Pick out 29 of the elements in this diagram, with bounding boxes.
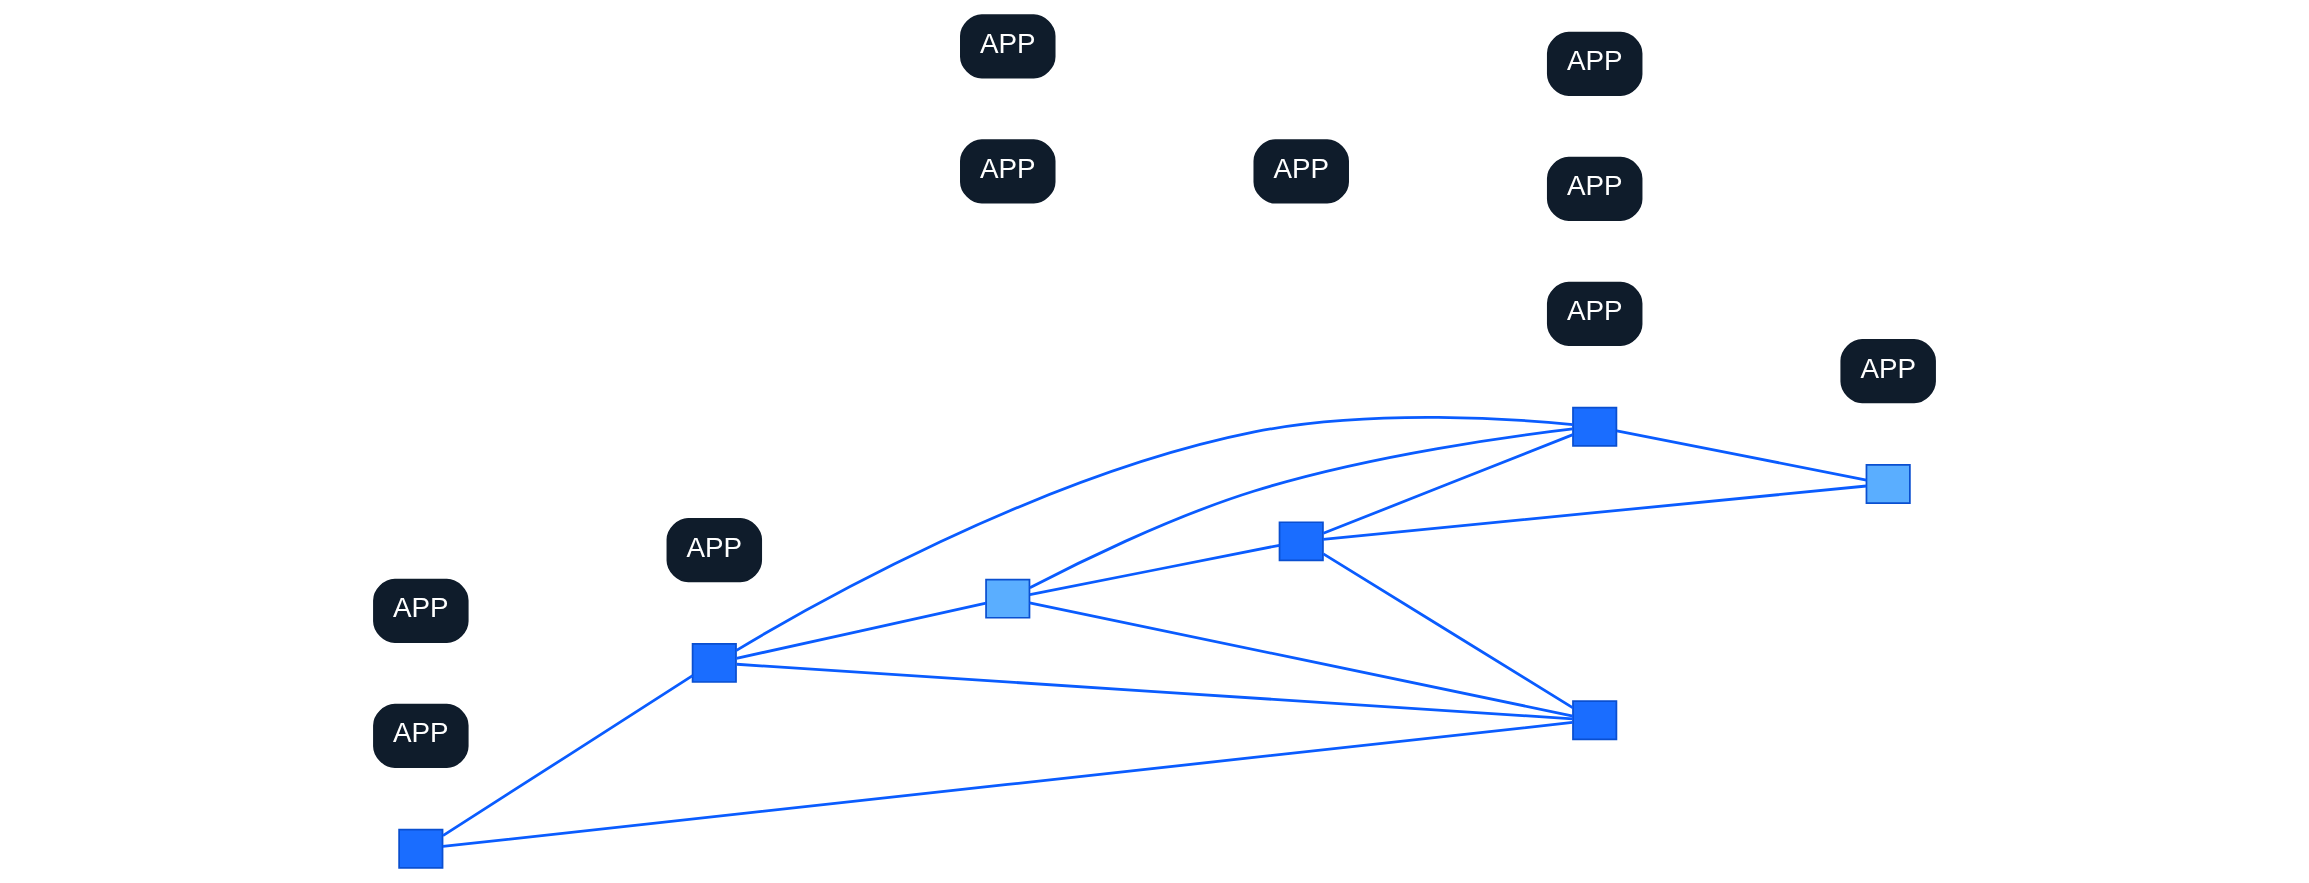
node-box: APP	[1546, 31, 1643, 96]
connector	[1029, 427, 1573, 590]
connector	[442, 721, 1573, 848]
node-box	[1572, 406, 1618, 447]
node-box	[691, 642, 737, 683]
node-box: APP	[373, 703, 469, 768]
connector	[736, 601, 987, 660]
connector	[1029, 601, 1574, 718]
node-box: APP	[373, 578, 469, 643]
node-box: APP	[1546, 281, 1643, 346]
node-box	[398, 828, 444, 869]
node-box: APP	[1546, 156, 1643, 221]
node-box: APP	[1840, 339, 1936, 404]
connector	[1029, 543, 1280, 596]
node-box	[985, 578, 1031, 619]
node-box: APP	[1253, 139, 1349, 204]
node-box	[1572, 700, 1618, 741]
connector	[1322, 552, 1574, 710]
connector	[735, 416, 1573, 652]
connector	[1322, 433, 1574, 535]
node-box: APP	[666, 517, 763, 583]
connector	[1322, 484, 1867, 541]
node-box	[1865, 464, 1911, 504]
node-box: APP	[960, 139, 1056, 204]
node-box: APP	[960, 14, 1056, 79]
node-box	[1278, 521, 1324, 562]
connector	[736, 662, 1573, 721]
connector	[442, 674, 694, 837]
connector	[1616, 429, 1867, 482]
